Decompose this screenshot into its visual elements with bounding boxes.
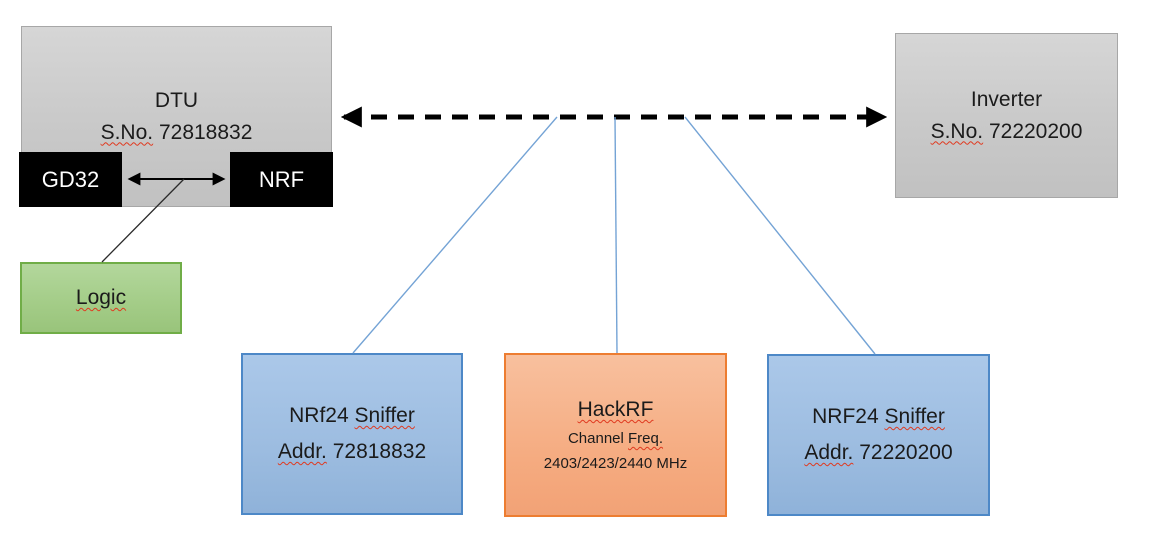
sniffer-right-addr-number: 72220200	[859, 441, 953, 464]
inverter-serial-number: 72220200	[988, 119, 1083, 143]
logic-box: Logic	[20, 262, 182, 334]
hackrf-freq-label: Channel Freq.	[568, 426, 663, 451]
sniffer-right-box: NRF24 Sniffer Addr. 72220200	[767, 354, 990, 516]
sniffer-right-addr: Addr. 72220200	[804, 435, 952, 471]
sniffer-left-addr-number: 72818832	[332, 440, 427, 463]
nrf-label: NRF	[258, 166, 305, 192]
sniffer-left-addr: Addr. 72818832	[278, 434, 426, 470]
tap-line-sniffer-left	[352, 116, 558, 354]
logic-label: Logic	[75, 286, 127, 309]
dtu-serial: S.No. 72818832	[101, 117, 253, 149]
hackrf-title-text: HackRF	[577, 398, 654, 421]
gd32-label: GD32	[41, 166, 100, 192]
dtu-serial-label: S.No.	[100, 120, 154, 144]
sniffer-left-title-prefix: NRf24	[289, 404, 349, 427]
nrf-box: NRF	[230, 152, 333, 207]
hackrf-frequencies: 2403/2423/2440 MHz	[543, 455, 688, 472]
sniffer-right-addr-label: Addr.	[804, 441, 854, 464]
sniffer-left-addr-label: Addr.	[277, 440, 327, 463]
tap-line-hackrf	[614, 116, 618, 354]
sniffer-left-title: NRf24 Sniffer	[289, 398, 415, 434]
hackrf-title: HackRF	[578, 394, 654, 426]
dtu-title: DTU	[154, 88, 199, 112]
inverter-title: Inverter	[970, 87, 1043, 111]
sniffer-left-title-word: Sniffer	[354, 404, 415, 427]
gd32-box: GD32	[19, 152, 122, 207]
inverter-box: Inverter S.No. 72220200	[895, 33, 1118, 198]
hackrf-box: HackRF Channel Freq. 2403/2423/2440 MHz	[504, 353, 727, 517]
inverter-serial-label: S.No.	[930, 119, 984, 143]
sniffer-right-title-word: Sniffer	[884, 405, 945, 428]
inverter-serial: S.No. 72220200	[931, 116, 1083, 148]
sniffer-left-box: NRf24 Sniffer Addr. 72818832	[241, 353, 463, 515]
sniffer-right-title-prefix: NRF24	[812, 405, 879, 428]
dtu-serial-number: 72818832	[158, 120, 253, 144]
hackrf-freq-word: Freq.	[628, 430, 664, 447]
hackrf-freq-prefix: Channel	[567, 430, 624, 447]
sniffer-right-title: NRF24 Sniffer	[812, 399, 945, 435]
tap-line-sniffer-right	[684, 116, 876, 355]
